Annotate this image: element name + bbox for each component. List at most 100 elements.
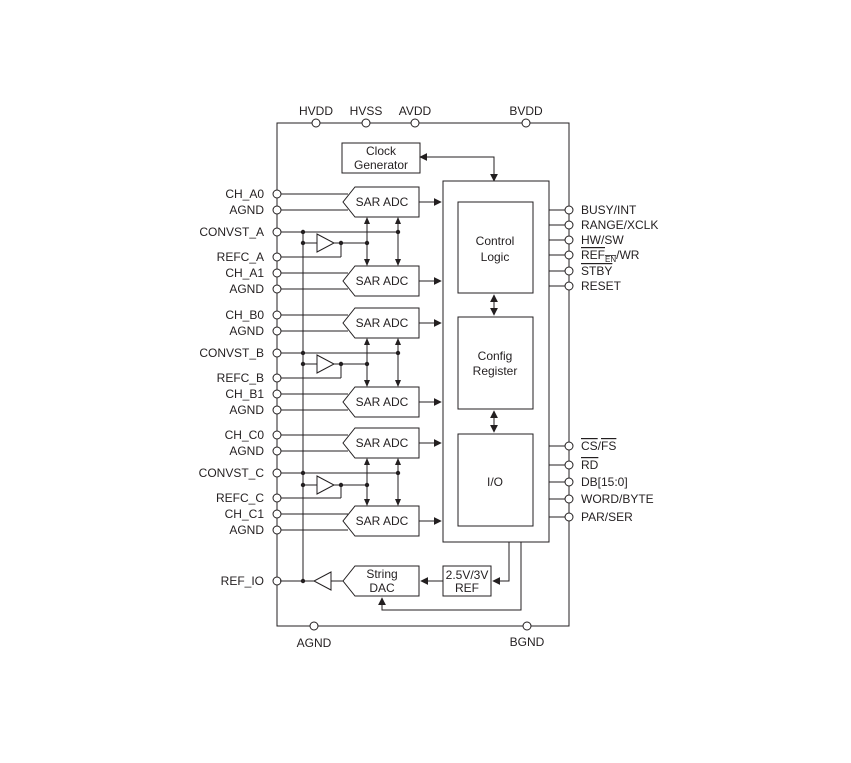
ref-buffer-icon — [316, 475, 336, 495]
clock-generator-label-2: Generator — [354, 158, 408, 172]
pin-bvdd: BVDD — [509, 104, 543, 118]
arrow-head — [395, 217, 401, 224]
arrow-head — [395, 380, 401, 387]
pin-top-6 — [564, 281, 574, 291]
pin-agnd — [272, 284, 282, 294]
pin-convst-a — [272, 227, 282, 237]
control-logic-block — [457, 201, 534, 294]
core-to-ref — [492, 542, 510, 585]
pin-refc-c — [272, 493, 282, 503]
ref-buffer-icon — [312, 571, 332, 591]
pin-top-2 — [564, 220, 574, 230]
pin-bgnd: BGND — [510, 635, 545, 649]
clock-link — [419, 153, 498, 182]
pin-agnd — [272, 525, 282, 535]
pin-bottom-2 — [564, 460, 574, 470]
sar-adc-2 — [342, 265, 420, 297]
pin-label-convst-a: CONVST_A — [199, 225, 264, 239]
arrow-head — [395, 499, 401, 506]
clock-generator-label-1: Clock — [366, 144, 397, 158]
pin-label-agnd: AGND — [229, 324, 264, 338]
pin-bottom-5 — [564, 512, 574, 522]
pin-label-refc-b: REFC_B — [217, 371, 264, 385]
pin-label-ch-b0: CH_B0 — [225, 308, 264, 322]
pin-convst-c — [272, 468, 282, 478]
pin-label-ch-a1: CH_A1 — [225, 266, 264, 280]
pin-avdd: AVDD — [399, 104, 432, 118]
arrow-head — [364, 338, 370, 345]
pin-label-top-4: REFEN/WR — [581, 248, 640, 264]
sar-adc-4 — [342, 386, 420, 418]
pin-hvss: HVSS — [350, 104, 383, 118]
pin-label-bottom-3: DB[15:0] — [581, 475, 628, 489]
pin-top-3 — [564, 235, 574, 245]
pin-convst-b — [272, 348, 282, 358]
label-part: /WR — [616, 248, 640, 262]
string-dac-label-1: String — [366, 567, 397, 581]
sar-adc-label: SAR ADC — [356, 514, 409, 528]
sar-adc-label: SAR ADC — [356, 195, 409, 209]
pin-label-agnd: AGND — [229, 203, 264, 217]
pin-label-ch-c1: CH_C1 — [225, 507, 265, 521]
pin-label-ch-a0: CH_A0 — [225, 187, 264, 201]
arrow-head — [395, 259, 401, 266]
control-logic-label-1: Control — [476, 234, 515, 248]
io-label: I/O — [487, 475, 503, 489]
pin-label-convst-b: CONVST_B — [199, 346, 264, 360]
pin-agnd — [272, 405, 282, 415]
pin-label-refc-c: REFC_C — [216, 491, 264, 505]
sar-adc-label: SAR ADC — [356, 274, 409, 288]
sar-adc-6 — [342, 505, 420, 537]
pin-label-agnd: AGND — [229, 403, 264, 417]
pin-label-bottom-4: WORD/BYTE — [581, 492, 654, 506]
string-dac-label-2: DAC — [369, 581, 395, 595]
sar-adc-1 — [342, 186, 420, 218]
core-to-dac — [378, 542, 522, 611]
pin-refc-b — [272, 373, 282, 383]
clock-generator-block — [341, 142, 421, 174]
label-part: CS — [581, 439, 598, 453]
pin-bottom-1 — [564, 441, 574, 451]
control-logic-label-2: Logic — [481, 250, 510, 264]
pin-label-refc-a: REFC_A — [217, 250, 264, 264]
pin-agnd — [272, 205, 282, 215]
right-pins: BUSY/INTRANGE/XCLKHW/SWREFEN/WRSTBYRESET… — [549, 203, 658, 524]
arrow-head — [364, 458, 370, 465]
sar-adc-label: SAR ADC — [356, 395, 409, 409]
label-subscript: EN — [605, 255, 616, 264]
pin-label-top-5: STBY — [581, 264, 612, 278]
pin-label-ch-c0: CH_C0 — [225, 428, 265, 442]
arrow-head — [395, 458, 401, 465]
label-part: / — [598, 439, 602, 453]
sar-adc-3 — [342, 307, 420, 339]
pin-label-bottom-1: CS/FS — [581, 439, 616, 453]
arrow-head — [395, 338, 401, 345]
pin-label-bottom-5: PAR/SER — [581, 510, 633, 524]
pin-label-agnd: AGND — [229, 523, 264, 537]
pin-label-agnd: AGND — [229, 282, 264, 296]
ref-label-2: REF — [455, 581, 479, 595]
ref-label-1: 2.5V/3V — [446, 568, 489, 582]
pin-ch-b1 — [272, 389, 282, 399]
sar-adc-5 — [342, 427, 420, 459]
pin-ch-c0 — [272, 430, 282, 440]
io-block — [457, 433, 534, 527]
ref-buffer-icon — [316, 354, 336, 374]
config-register-label-1: Config — [478, 349, 513, 363]
pin-agnd — [272, 326, 282, 336]
pin-refc-a — [272, 252, 282, 262]
pin-label-top-1: BUSY/INT — [581, 203, 637, 217]
config-register-label-2: Register — [473, 364, 518, 378]
pin-ref-io — [272, 576, 282, 586]
label-part: REF — [581, 248, 605, 262]
label-part: FS — [601, 439, 616, 453]
pin-label-convst-c: CONVST_C — [199, 466, 265, 480]
pin-hvdd: HVDD — [299, 104, 333, 118]
pin-ch-a0 — [272, 189, 282, 199]
pin-ch-c1 — [272, 509, 282, 519]
pin-agnd — [272, 446, 282, 456]
pin-ch-b0 — [272, 310, 282, 320]
supply-pins: HVDD HVSS AVDD BVDD — [299, 104, 543, 128]
